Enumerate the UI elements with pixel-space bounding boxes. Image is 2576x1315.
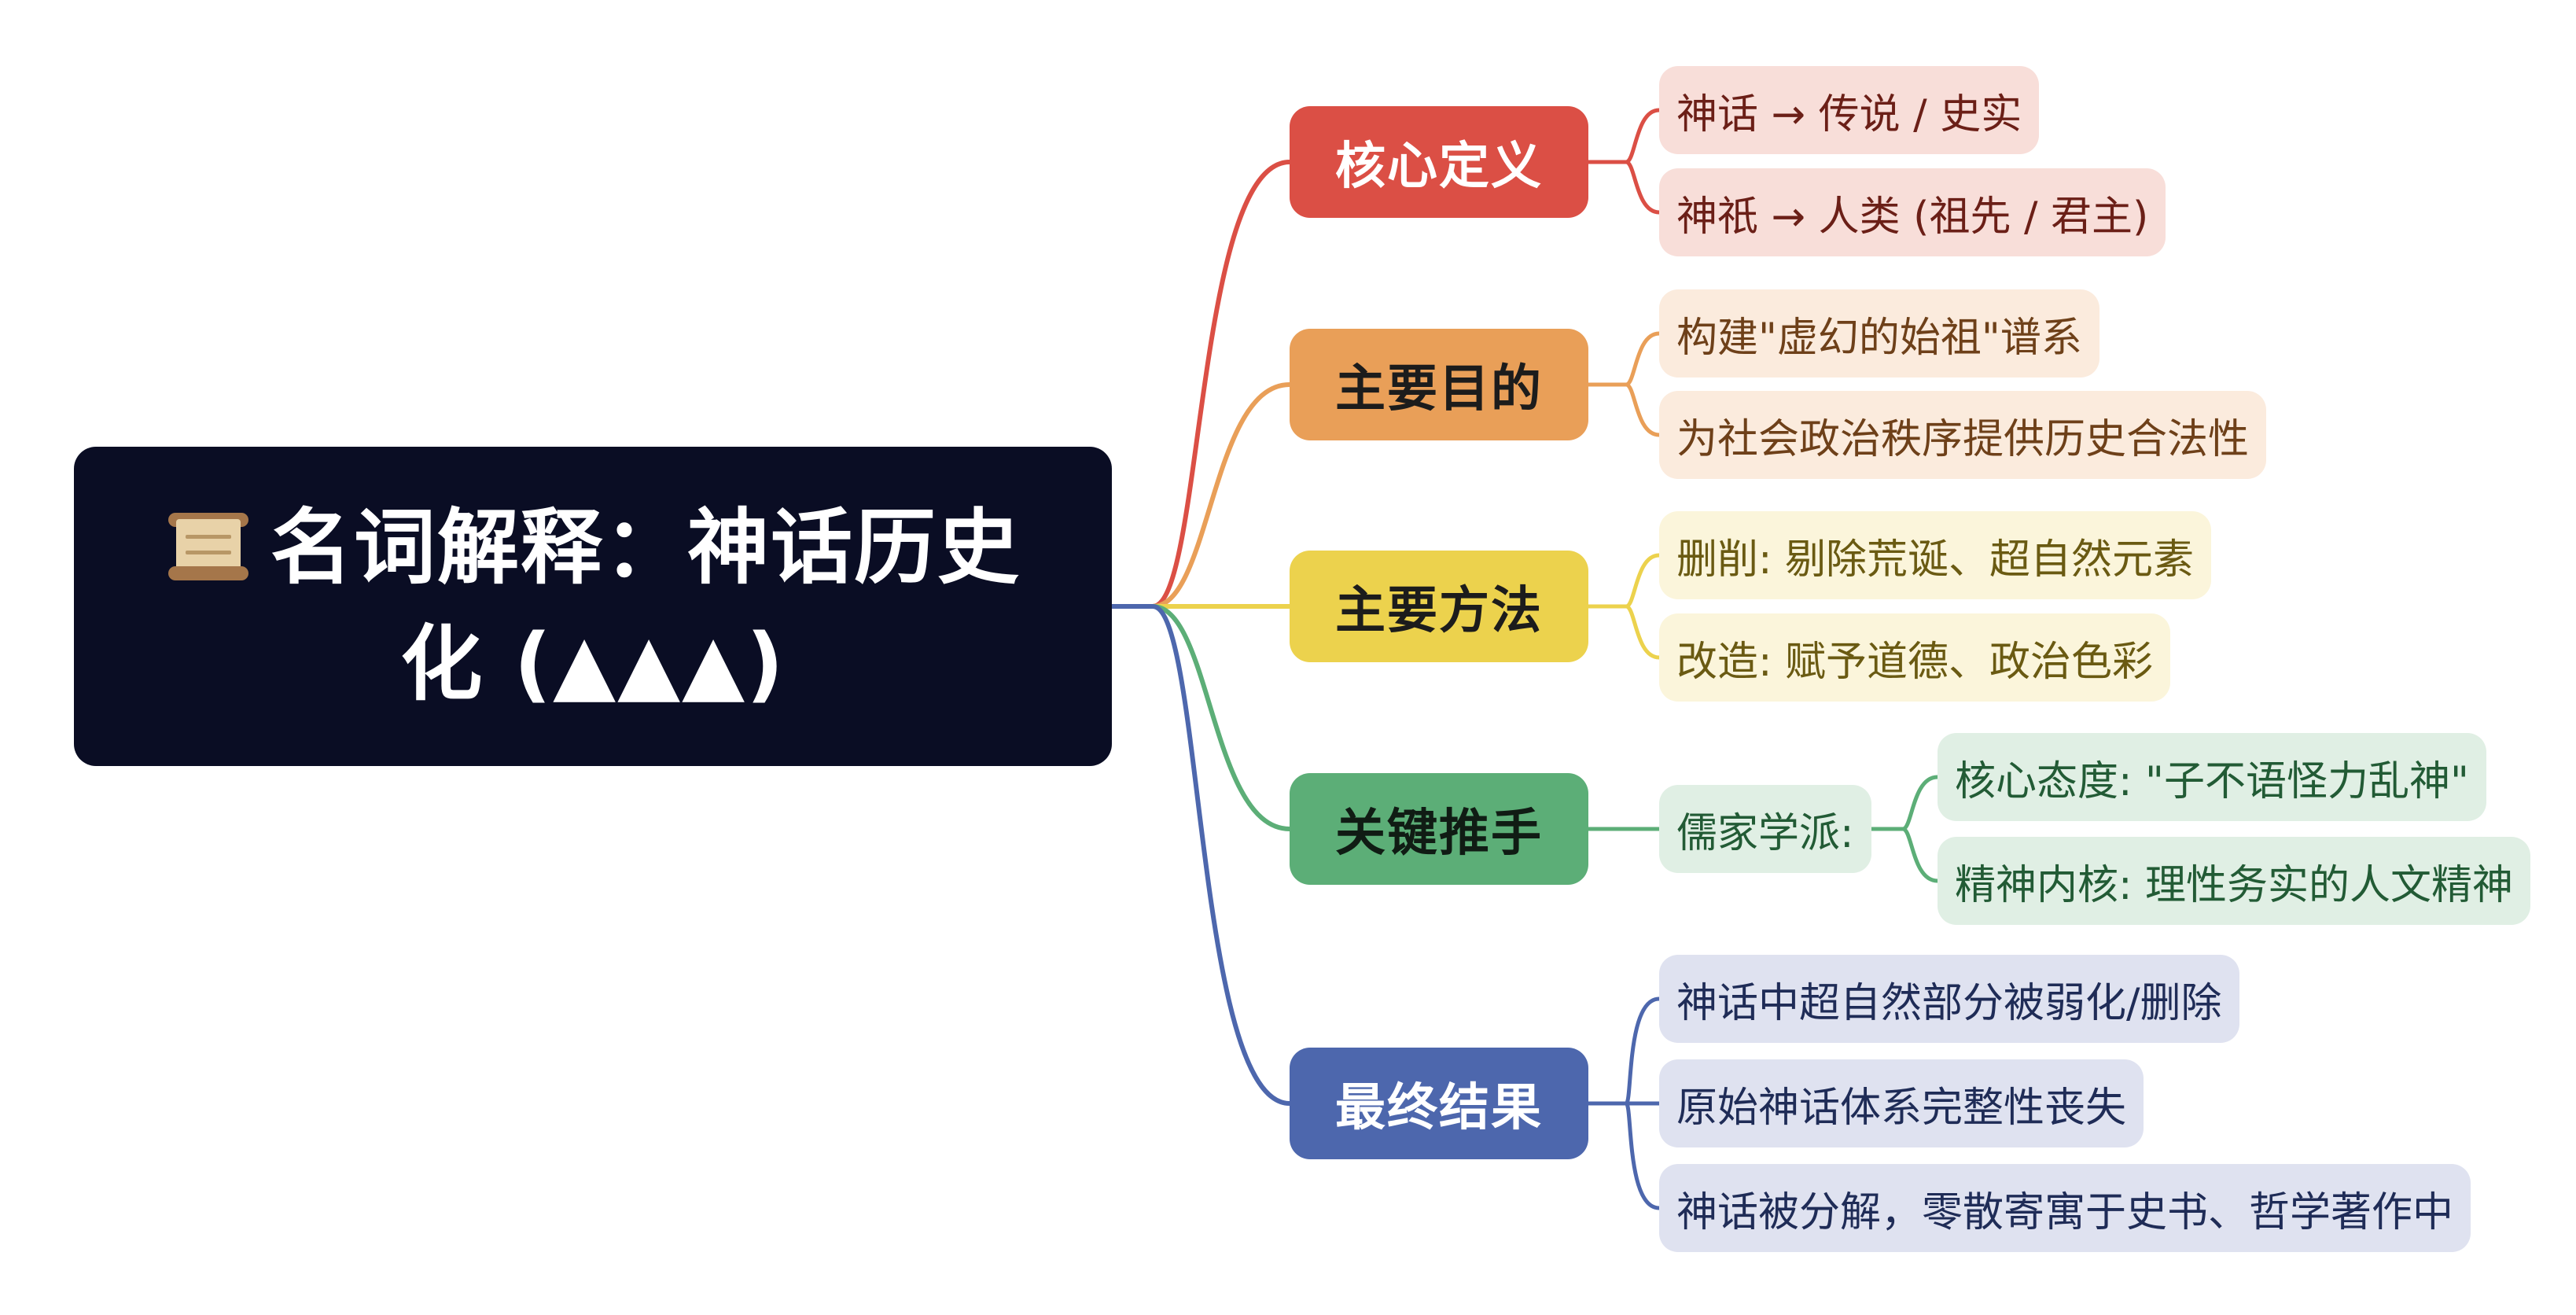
connector-definition bbox=[1152, 160, 1290, 609]
branch-purpose[interactable]: 主要目的 bbox=[1290, 329, 1588, 440]
leaf-method-1[interactable]: 删削: 剔除荒诞、超自然元素 bbox=[1659, 511, 2212, 599]
root-node[interactable]: 名词解释：神话历史 化 (▲▲▲) bbox=[74, 447, 1112, 766]
connector-purpose bbox=[1152, 382, 1290, 609]
branch-result[interactable]: 最终结果 bbox=[1290, 1048, 1588, 1159]
root-title-text1: 名词解释：神话历史 bbox=[270, 499, 1021, 596]
connector-agent bbox=[1152, 604, 1290, 831]
leaf-agent-attitude[interactable]: 核心态度: "子不语怪力乱神" bbox=[1938, 733, 2486, 821]
leaf-agent-spirit[interactable]: 精神内核: 理性务实的人文精神 bbox=[1938, 837, 2531, 925]
leaf-agent-school[interactable]: 儒家学派: bbox=[1659, 785, 1871, 873]
root-title-line2: 化 (▲▲▲) bbox=[400, 616, 786, 712]
branch-method[interactable]: 主要方法 bbox=[1290, 551, 1588, 662]
leaf-result-1[interactable]: 神话中超自然部分被弱化/删除 bbox=[1659, 955, 2239, 1043]
connector-result bbox=[1152, 604, 1290, 1106]
leaf-purpose-1[interactable]: 构建"虚幻的始祖"谱系 bbox=[1659, 289, 2099, 378]
branch-agent[interactable]: 关键推手 bbox=[1290, 773, 1588, 885]
root-title-line1: 名词解释：神话历史 bbox=[165, 490, 1021, 606]
leaf-definition-2[interactable]: 神祇 → 人类 (祖先 / 君主) bbox=[1659, 168, 2166, 256]
scroll-icon bbox=[165, 511, 252, 582]
leaf-definition-1[interactable]: 神话 → 传说 / 史实 bbox=[1659, 66, 2040, 154]
leaf-result-2[interactable]: 原始神话体系完整性丧失 bbox=[1659, 1059, 2144, 1147]
leaf-method-2[interactable]: 改造: 赋予道德、政治色彩 bbox=[1659, 613, 2171, 702]
leaf-result-3[interactable]: 神话被分解，零散寄寓于史书、哲学著作中 bbox=[1659, 1164, 2471, 1252]
leaf-purpose-2[interactable]: 为社会政治秩序提供历史合法性 bbox=[1659, 391, 2267, 479]
branch-definition[interactable]: 核心定义 bbox=[1290, 106, 1588, 218]
